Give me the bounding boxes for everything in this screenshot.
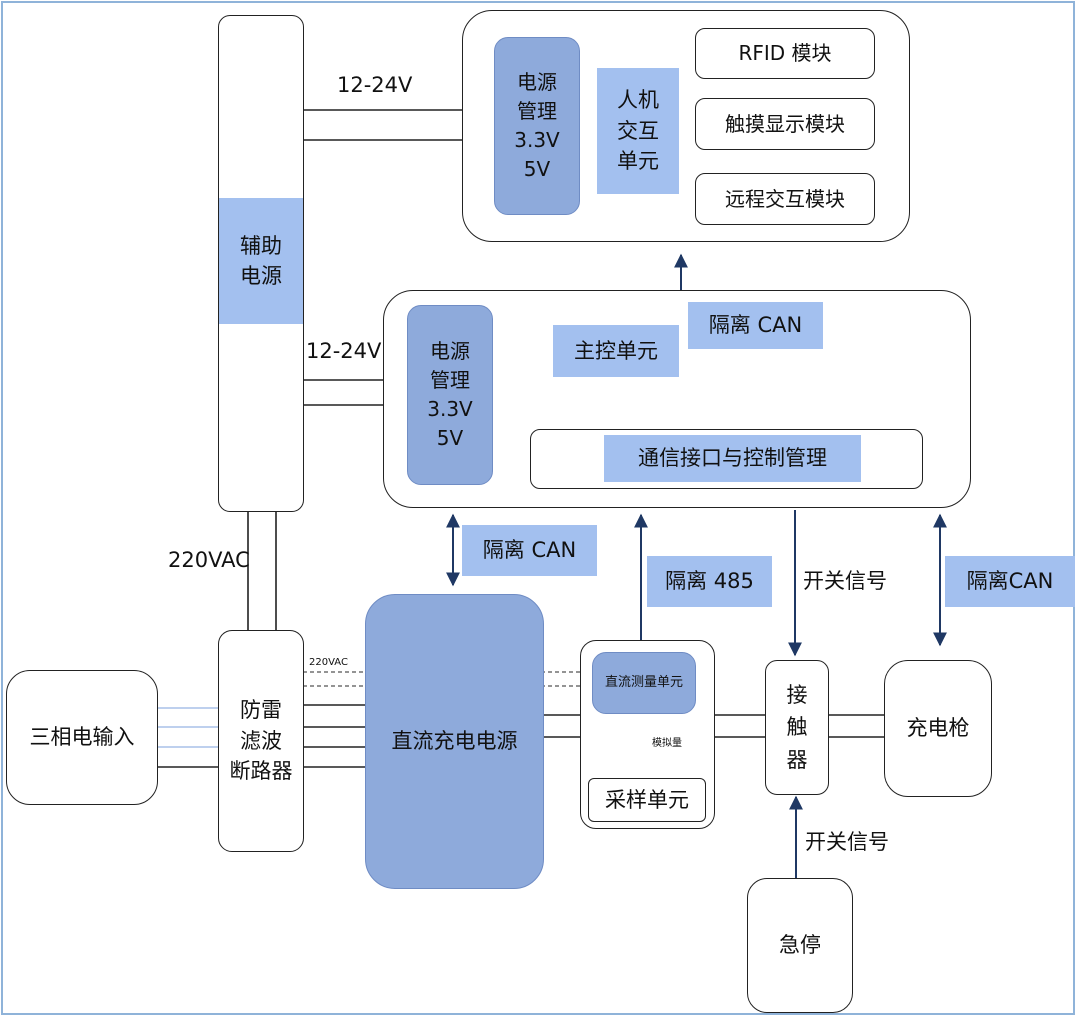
main-power-management: 电源 管理 3.3V 5V [407,305,493,485]
touch-display-module-label: 触摸显示模块 [725,111,845,136]
voltage-label-top: 12-24V [337,73,413,97]
touch-display-module: 触摸显示模块 [695,98,875,150]
dc-charging-power-label: 直流充电电源 [391,729,518,754]
remote-interaction-module: 远程交互模块 [695,173,875,225]
three-phase-input: 三相电输入 [6,670,158,805]
sampling-unit: 采样单元 [588,778,706,822]
isolated-can-left-label: 隔离 CAN [482,538,577,563]
main-control-label: 主控单元 [574,338,658,363]
switch-signal-top: 开关信号 [803,569,887,593]
charging-gun-label: 充电枪 [906,716,970,741]
emergency-stop-label: 急停 [779,933,821,958]
dc-measurement-unit-label: 直流测量单元 [604,674,683,690]
isolated-can-right: 隔离CAN [945,556,1075,607]
dc-measurement-unit: 直流测量单元 [592,652,696,714]
main-control-label-bg: 主控单元 [553,325,679,377]
main-power-management-label: 电源 管理 3.3V 5V [427,339,473,450]
hmi-unit-label: 人机 交互 单元 [617,88,659,174]
isolated-can-left: 隔离 CAN [462,525,597,576]
vac-small-label: 220VAC [309,657,348,668]
isolated-can-right-label: 隔离CAN [966,569,1054,594]
isolated-485-label: 隔离 485 [665,569,754,594]
isolated-485: 隔离 485 [647,556,772,607]
comm-interface-label-bg: 通信接口与控制管理 [604,435,861,482]
vac-label: 220VAC [168,548,250,572]
contactor-label: 接 触 器 [786,682,808,772]
hmi-unit-label-bg: 人机 交互 单元 [597,68,679,194]
isolated-can-top-label: 隔离 CAN [708,313,803,338]
hmi-power-management-label: 电源 管理 3.3V 5V [514,70,560,181]
aux-power-label-bg: 辅助 电源 [219,198,303,324]
sampling-unit-label: 采样单元 [605,787,689,812]
three-phase-input-label: 三相电输入 [29,725,135,750]
rfid-module: RFID 模块 [695,28,875,79]
voltage-label-mid: 12-24V [306,339,382,363]
remote-interaction-module-label: 远程交互模块 [725,186,845,211]
comm-interface-label: 通信接口与控制管理 [638,446,827,471]
analog-signal-label: 模拟量 [652,738,682,749]
lightning-filter-breaker: 防雷 滤波 断路器 [218,630,304,852]
switch-signal-bottom: 开关信号 [805,830,889,854]
hmi-power-management: 电源 管理 3.3V 5V [494,37,580,215]
rfid-module-label: RFID 模块 [738,41,832,65]
charging-gun: 充电枪 [884,660,992,797]
aux-power-label: 辅助 电源 [240,233,282,288]
dc-charging-power: 直流充电电源 [365,594,544,889]
emergency-stop: 急停 [747,878,853,1013]
isolated-can-top: 隔离 CAN [688,302,823,349]
contactor: 接 触 器 [765,660,829,795]
lightning-filter-breaker-label: 防雷 滤波 断路器 [229,698,293,784]
